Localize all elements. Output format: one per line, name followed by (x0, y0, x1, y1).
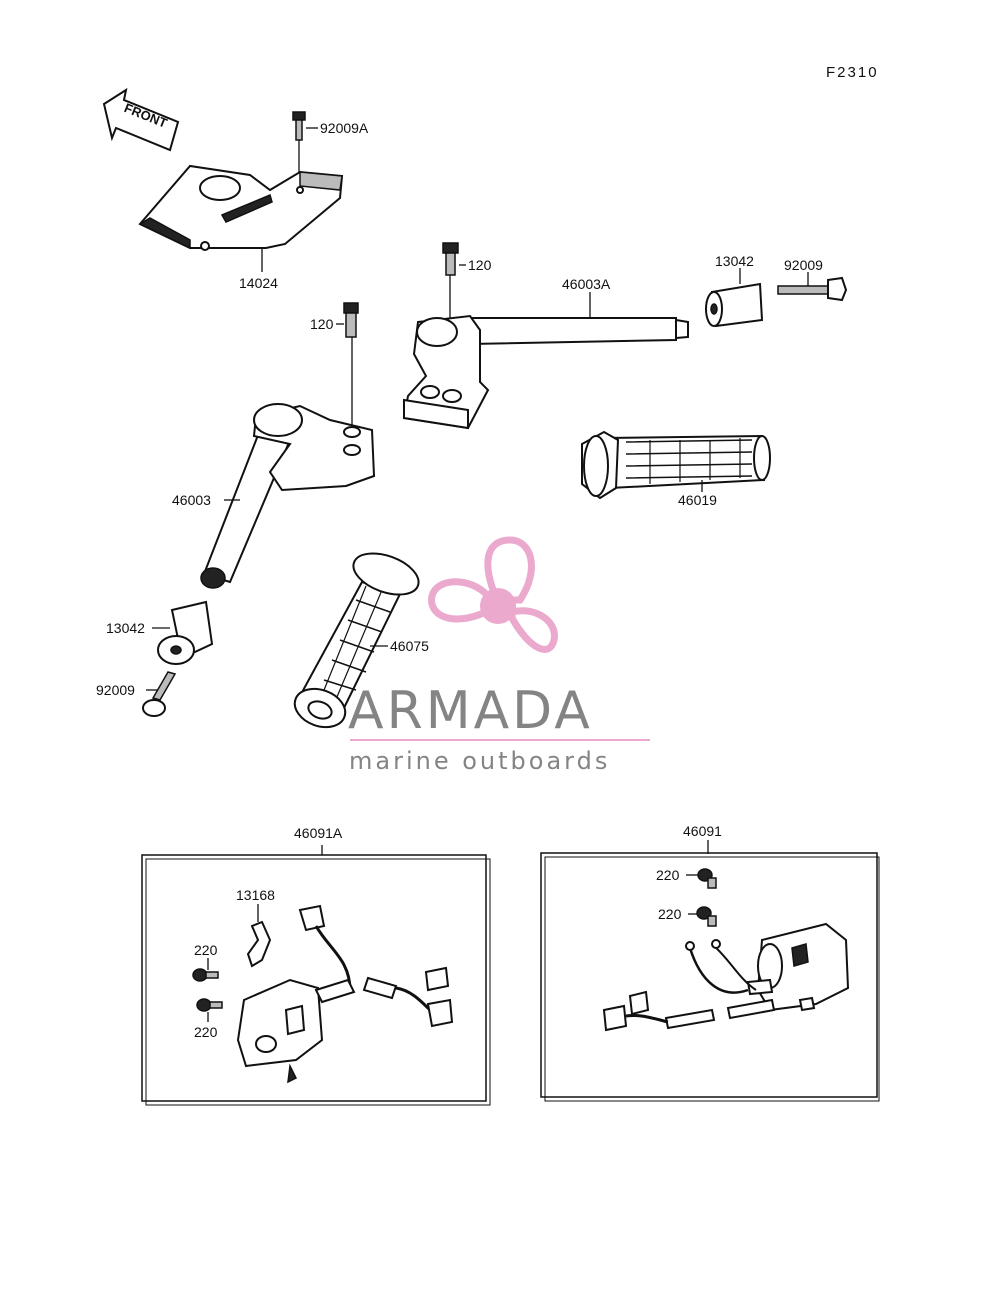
front-arrow-icon: FRONT (102, 87, 180, 152)
handlebar-46003 (200, 403, 376, 589)
label-46003A: 46003A (562, 276, 611, 292)
armada-watermark: ARMADA marine outboards (348, 536, 650, 775)
label-220-a: 220 (194, 942, 218, 958)
switch-box-46091 (540, 852, 878, 1098)
label-46019: 46019 (678, 492, 717, 508)
screw-220-b (196, 998, 223, 1012)
label-46091A: 46091A (294, 825, 343, 841)
propeller-logo-icon (428, 536, 558, 653)
label-46091: 46091 (683, 823, 722, 839)
label-92009A: 92009A (320, 120, 369, 136)
label-220-c: 220 (656, 867, 680, 883)
label-120-left: 120 (310, 316, 334, 332)
screw-220-a (192, 968, 219, 982)
label-14024: 14024 (239, 275, 278, 291)
label-13042-right: 13042 (715, 253, 754, 269)
label-46075: 46075 (390, 638, 429, 654)
switch-assembly-46091 (602, 922, 850, 1032)
label-220-b: 220 (194, 1024, 218, 1040)
clip-13168 (246, 920, 272, 968)
label-120-right: 120 (468, 257, 492, 273)
switch-assembly-46091A (236, 904, 454, 1084)
bar-end-weight-13042-left (157, 600, 214, 665)
brand-name: ARMADA (348, 681, 593, 741)
screw-220-c (697, 868, 717, 889)
label-46003: 46003 (172, 492, 211, 508)
bar-end-weight-13042-right (705, 282, 764, 328)
grip-46075 (293, 552, 420, 729)
label-92009-left: 92009 (96, 682, 135, 698)
bolt-92009-left (142, 671, 177, 717)
label-13042-left: 13042 (106, 620, 145, 636)
figure-code: F2310 (826, 64, 879, 81)
screw-220-d (696, 906, 717, 927)
bolt-92009-right (777, 276, 848, 302)
label-92009-right: 92009 (784, 257, 823, 273)
switch-box-46091A (141, 854, 487, 1102)
handlebar-46003A (402, 314, 689, 430)
label-13168: 13168 (236, 887, 275, 903)
bolt-120-left (343, 302, 359, 428)
handlebar-cover-14024 (138, 164, 344, 251)
grip-46019 (581, 430, 771, 500)
label-220-d: 220 (658, 906, 682, 922)
brand-tagline: marine outboards (349, 747, 610, 775)
